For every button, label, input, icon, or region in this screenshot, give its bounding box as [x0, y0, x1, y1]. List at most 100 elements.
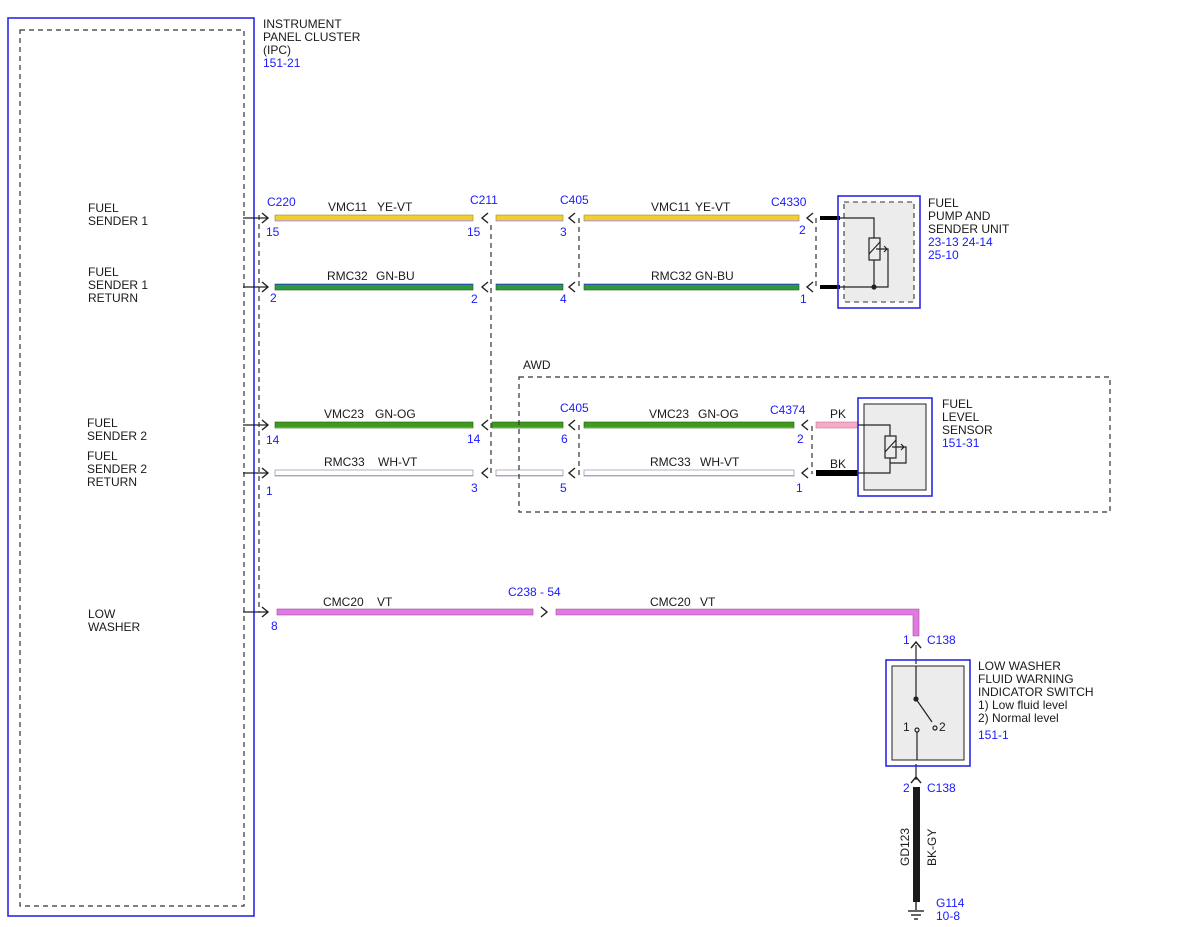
ipc-name-line2: PANEL CLUSTER [263, 30, 361, 44]
circuit-vmc11-left: VMC11 [328, 200, 367, 214]
awd-label: AWD [523, 358, 551, 372]
wire-gd123 [913, 787, 920, 902]
connector-c405-top: C405 [560, 193, 589, 207]
fuel-level-sensor-icon [858, 424, 907, 474]
pin-c405-3: 3 [560, 225, 567, 239]
circuit-rmc32-right: RMC32 [651, 269, 692, 283]
ground-name: G114 [936, 896, 965, 910]
color-ye-vt-left: YE-VT [377, 200, 413, 214]
pin-c211-14: 14 [467, 432, 481, 446]
color-gn-og-left: GN-OG [375, 407, 416, 421]
pin-c220-8: 8 [271, 619, 278, 633]
color-gn-og-right: GN-OG [698, 407, 739, 421]
color-bk: BK [830, 457, 846, 471]
pin-c211-15: 15 [467, 225, 481, 239]
color-wh-vt-right: WH-VT [700, 455, 740, 469]
connector-chevrons [261, 212, 922, 784]
color-vt-left: VT [377, 595, 393, 609]
wire-rmc33-seg2 [495, 469, 564, 477]
ipc-module-inner [19, 29, 245, 907]
washer-switch-contact-2: 2 [939, 720, 946, 734]
wire-vmc11-seg3 [583, 214, 800, 222]
fuel-pump-box [837, 195, 921, 309]
pin-c220-14: 14 [266, 433, 280, 447]
awd-region [518, 376, 1111, 513]
connector-c138-top: C138 [927, 633, 956, 647]
wire-vmc23-seg2 [491, 421, 564, 429]
color-gn-bu-right: GN-BU [695, 269, 734, 283]
ipc-name-line3: (IPC) [263, 43, 291, 57]
circuit-rmc33-left: RMC33 [324, 455, 365, 469]
washer-switch-ref: 151-1 [978, 728, 1009, 742]
pin-c220-2: 2 [270, 291, 277, 305]
fuel-pump-inner [843, 201, 915, 303]
connector-c238: C238 - 54 [508, 585, 561, 599]
circuit-vmc23-left: VMC23 [324, 407, 364, 421]
circuit-vmc11-right: VMC11 [651, 200, 690, 214]
wire-vmc23-seg1 [274, 421, 474, 429]
wire-pk [815, 421, 859, 429]
wire-vmc23-seg3 [583, 421, 795, 429]
ipc-ref: 151-21 [263, 56, 301, 70]
fuel-pump-ref-2: 25-10 [928, 248, 959, 262]
ipc-name-line1: INSTRUMENT [263, 17, 342, 31]
ipc-module-box [7, 17, 255, 917]
washer-switch-contact-1: 1 [903, 720, 910, 734]
color-pk: PK [830, 407, 846, 421]
connector-c4330: C4330 [771, 195, 807, 209]
color-bk-gy: BK-GY [925, 829, 939, 866]
connector-c138-bottom: C138 [927, 781, 956, 795]
pin-c138-2: 2 [903, 781, 910, 795]
pin-c220-15: 15 [266, 225, 280, 239]
pin-c405-4: 4 [560, 292, 567, 306]
circuit-rmc32-left: RMC32 [327, 269, 368, 283]
circuit-cmc20-right: CMC20 [650, 595, 691, 609]
pin-c4374-1: 1 [796, 481, 803, 495]
wire-rmc32-seg1 [274, 283, 474, 291]
washer-switch-inner [891, 665, 965, 761]
connector-c4374: C4374 [770, 403, 806, 417]
pin-c4330-2: 2 [799, 223, 806, 237]
pin-c405-5: 5 [560, 481, 567, 495]
pin-c4374-2: 2 [797, 432, 804, 446]
color-vt-right: VT [700, 595, 716, 609]
pin-c211-3: 3 [471, 481, 478, 495]
fuel-pump-sender-icon [840, 217, 889, 290]
pin-c211-2: 2 [471, 292, 478, 306]
fuel-level-sensor-ref: 151-31 [942, 436, 980, 450]
pin-c138-1: 1 [903, 633, 910, 647]
washer-switch-box [885, 659, 971, 767]
color-ye-vt-right: YE-VT [695, 200, 731, 214]
wire-bk [816, 470, 858, 476]
pin-c220-1: 1 [266, 484, 273, 498]
wire-rmc32-seg2 [495, 283, 564, 291]
wire-cmc20-seg1 [276, 608, 534, 616]
wire-rmc33-seg3 [583, 469, 795, 477]
wire-vmc11-seg1 [274, 214, 474, 222]
pin-c4330-1: 1 [800, 292, 807, 306]
ground-icon [908, 910, 924, 920]
fuel-pump-ref: 23-13 24-14 [928, 235, 993, 249]
washer-switch-icon [913, 666, 938, 760]
connector-c211: C211 [470, 193, 498, 207]
wire-rmc32-seg3 [583, 283, 800, 291]
circuit-rmc33-right: RMC33 [650, 455, 691, 469]
wire-rmc33-seg1 [274, 469, 474, 477]
connector-c220: C220 [267, 195, 296, 209]
color-wh-vt-left: WH-VT [378, 455, 418, 469]
pin-c405-6: 6 [561, 432, 568, 446]
wire-cmc20-seg2 [555, 608, 920, 637]
fuel-level-sensor-box [857, 397, 933, 497]
circuit-cmc20-left: CMC20 [323, 595, 364, 609]
circuit-gd123: GD123 [898, 828, 912, 866]
connector-c405-awd: C405 [560, 401, 589, 415]
circuit-vmc23-right: VMC23 [649, 407, 689, 421]
